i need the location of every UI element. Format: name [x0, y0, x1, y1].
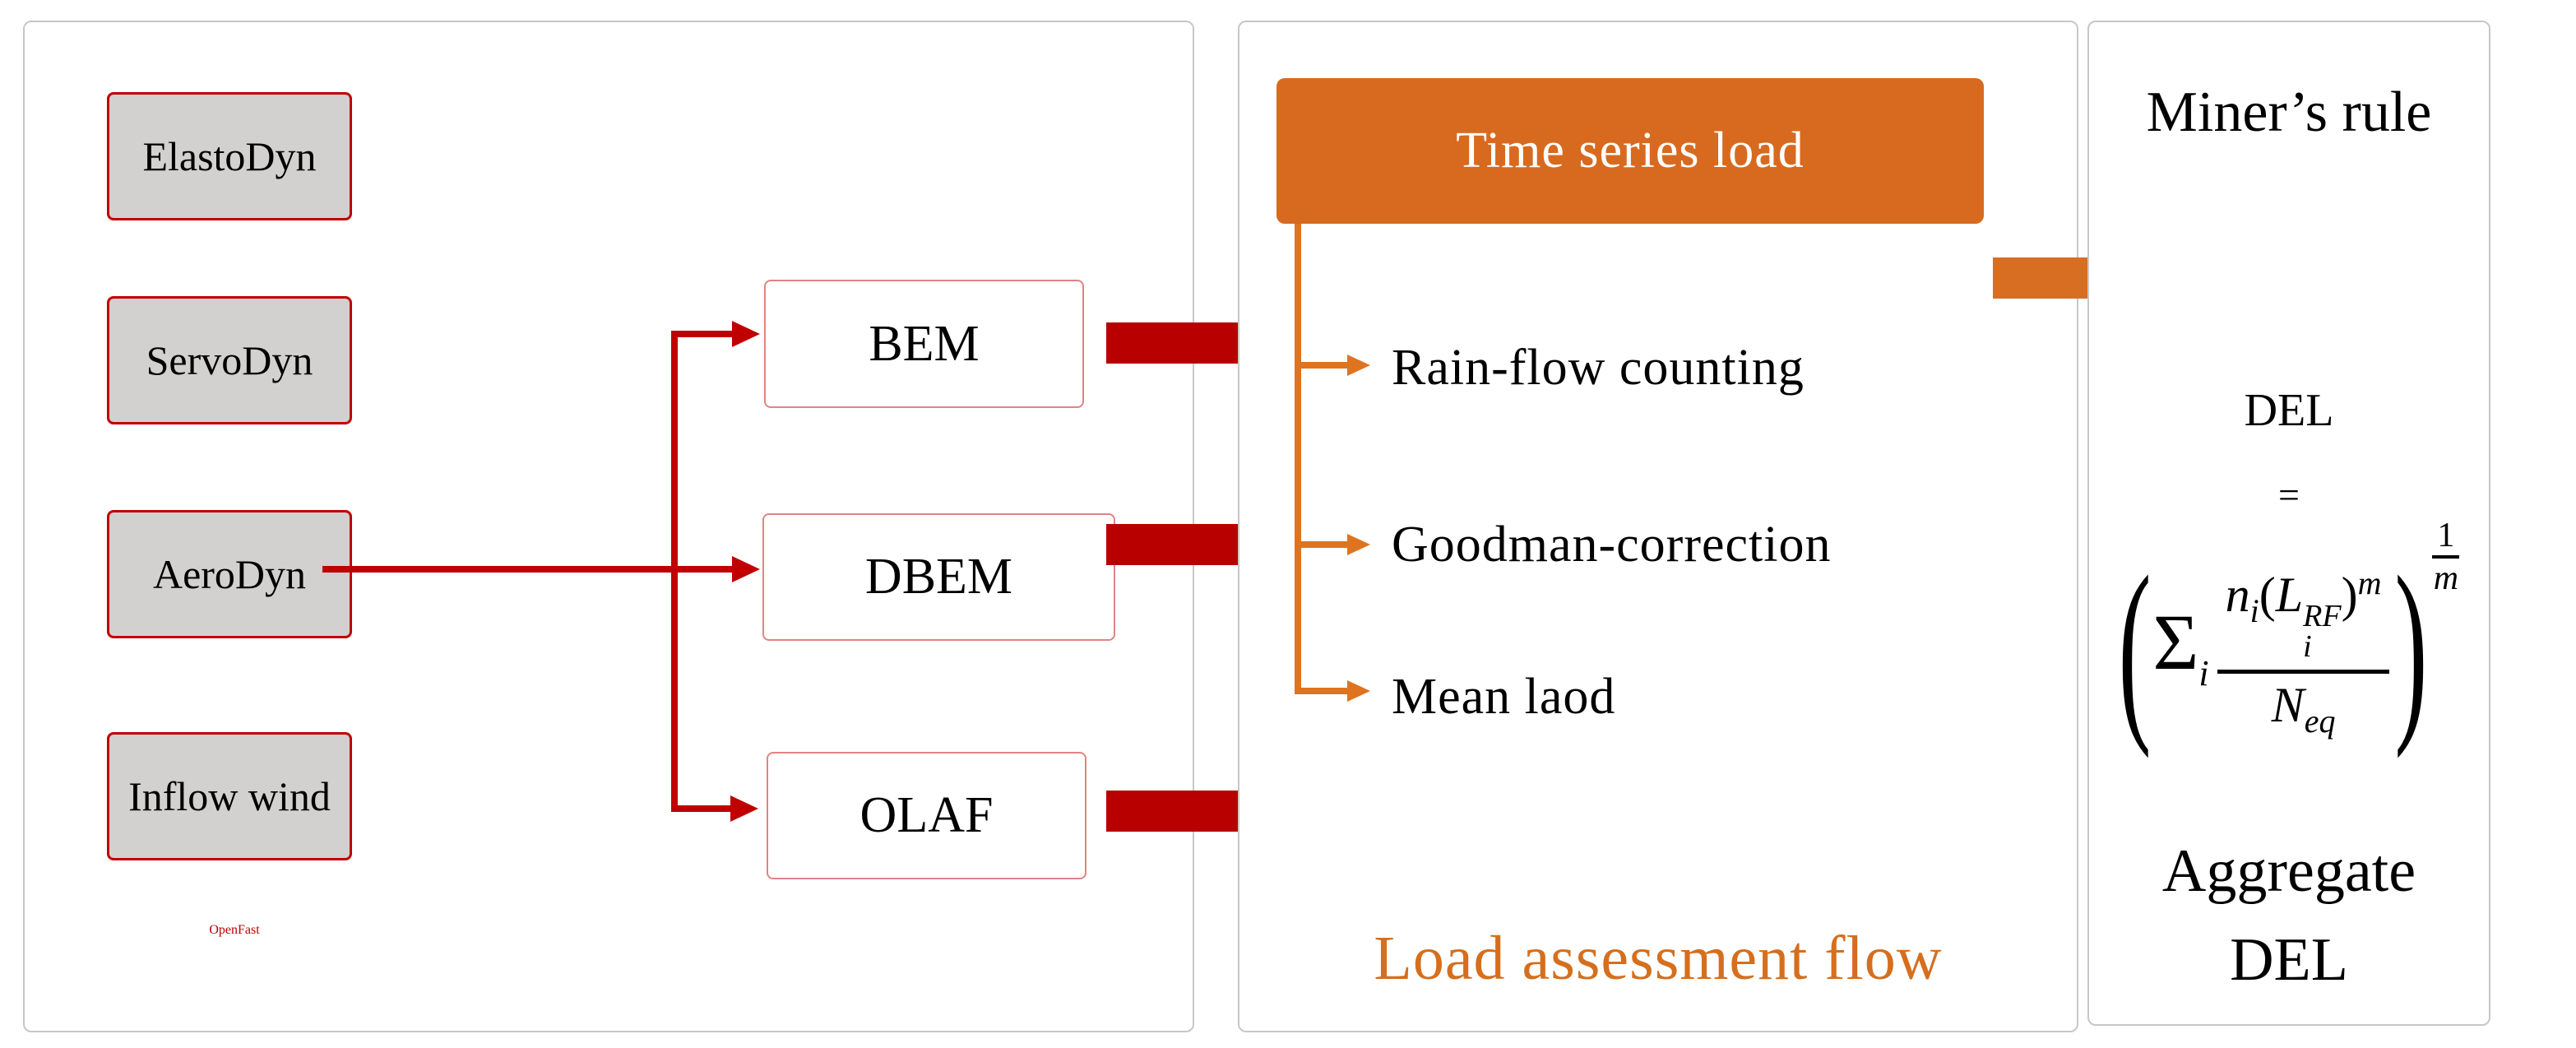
token-N: N	[2271, 677, 2305, 732]
openfast-caption: OpenFast	[209, 923, 260, 937]
aggregate-label: Aggregate	[2161, 837, 2416, 905]
module-label-inflow-wind: Inflow wind	[128, 773, 331, 819]
meanload-branch-line	[1295, 688, 1347, 694]
module-label-elastodyn: ElastoDyn	[142, 133, 317, 179]
olaf-branch-arrowhead-icon	[730, 795, 758, 822]
token-exp-m: m	[2433, 559, 2459, 597]
openfast-panel: ElastoDyn ServoDyn AeroDyn Inflow wind O…	[23, 21, 1323, 1032]
rainflow-branch-line	[1295, 362, 1347, 369]
time-series-load-label: Time series load	[1456, 123, 1805, 179]
token-inner-lparen: (	[2259, 568, 2276, 623]
module-box-servodyn: ServoDyn	[107, 296, 352, 424]
sigma-subscript: i	[2198, 653, 2209, 694]
formula-sigma: Σi	[2153, 602, 2209, 694]
formula-exponent-fraction: 1 m	[2432, 517, 2460, 597]
solver-box-bem: BEM	[764, 280, 1084, 408]
del-label: DEL	[2244, 385, 2334, 436]
module-box-inflow-wind: Inflow wind	[107, 732, 352, 860]
red-trunk-line	[671, 331, 678, 812]
load-assessment-panel: Time series load Rain-flow counting Good…	[1238, 21, 2078, 1032]
token-inner-rparen: )	[2341, 568, 2358, 623]
step-goodman-correction: Goodman-correction	[1392, 516, 1832, 573]
token-N-sub: eq	[2304, 702, 2336, 740]
meanload-arrowhead-icon	[1347, 680, 1370, 702]
bem-branch-line	[671, 331, 734, 337]
bem-branch-arrowhead-icon	[732, 321, 760, 347]
solver-label-dbem: DBEM	[864, 549, 1013, 605]
load-assessment-caption: Load assessment flow	[1374, 924, 1943, 993]
orange-trunk-line	[1295, 224, 1301, 694]
formula-right-paren: )	[2394, 534, 2428, 759]
aerodyn-connector-line	[322, 566, 732, 573]
token-n-sub: i	[2249, 592, 2259, 630]
module-label-aerodyn: AeroDyn	[152, 551, 307, 597]
module-box-elastodyn: ElastoDyn	[107, 92, 352, 220]
aggregate-del-label: DEL	[2230, 926, 2348, 994]
goodman-branch-line	[1295, 541, 1347, 548]
goodman-arrowhead-icon	[1347, 534, 1370, 555]
module-label-servodyn: ServoDyn	[146, 337, 313, 383]
formula-left-paren: (	[2118, 534, 2152, 759]
solver-box-dbem: DBEM	[762, 513, 1115, 641]
module-box-aerodyn: AeroDyn	[107, 510, 352, 638]
equals-sign: =	[2278, 474, 2300, 516]
step-rainflow-counting: Rain-flow counting	[1392, 339, 1805, 396]
token-L-sub: i	[2303, 628, 2312, 664]
token-L-sup: RF	[2303, 599, 2342, 634]
solver-label-bem: BEM	[869, 315, 980, 372]
olaf-branch-line	[671, 805, 732, 812]
rainflow-arrowhead-icon	[1347, 355, 1370, 376]
token-m-exponent: m	[2357, 564, 2382, 602]
formula-denominator: Neq	[2272, 674, 2336, 738]
solver-box-olaf: OLAF	[767, 752, 1086, 879]
miners-rule-title: Miner’s rule	[2146, 81, 2432, 144]
solver-label-olaf: OLAF	[859, 787, 994, 843]
token-n: n	[2225, 568, 2250, 623]
step-mean-load: Mean laod	[1392, 668, 1616, 725]
sigma-symbol: Σ	[2152, 597, 2199, 686]
dbem-branch-arrowhead-icon	[732, 556, 760, 582]
time-series-load-box: Time series load	[1276, 78, 1984, 224]
token-L: L	[2275, 568, 2304, 623]
token-exp-one: 1	[2432, 517, 2460, 559]
